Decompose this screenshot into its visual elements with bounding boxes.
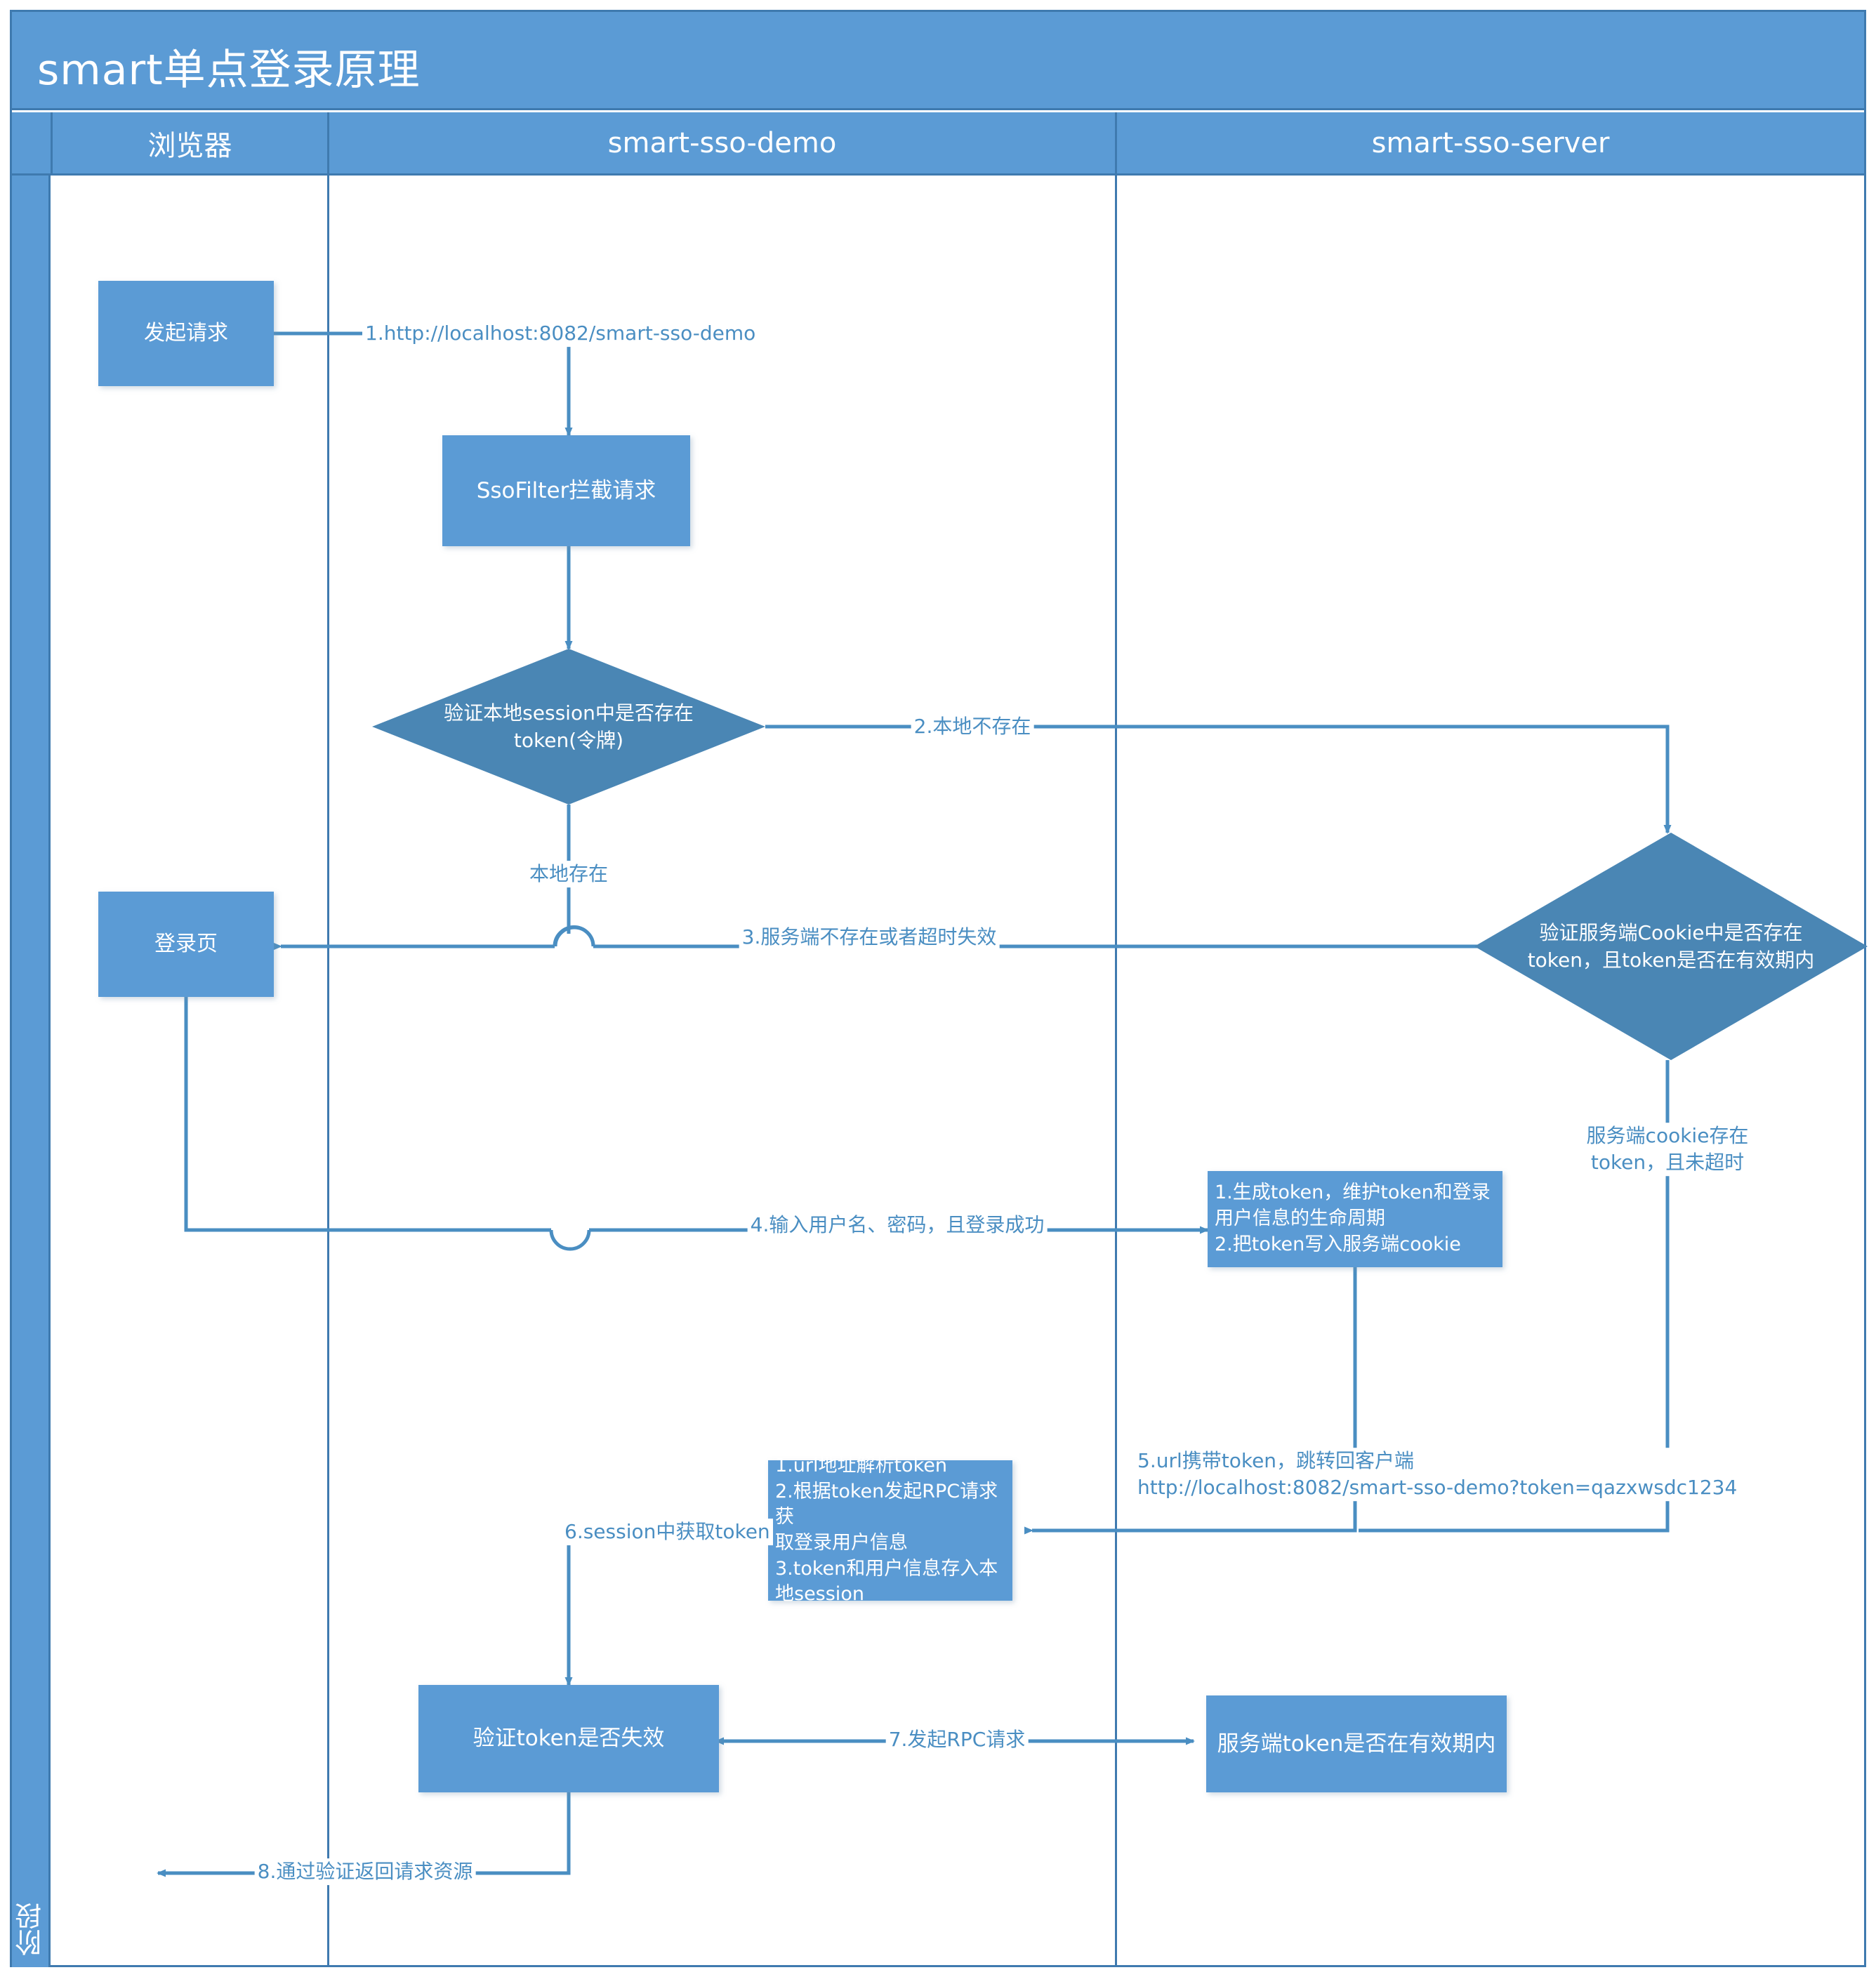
lane-header-smart-sso-demo: smart-sso-demo — [327, 112, 1115, 176]
edge-label-cookie-valid: 服务端cookie存在token，且未超时 — [1563, 1123, 1772, 1176]
edge-label-3: 3.服务端不存在或者超时失效 — [739, 924, 1000, 951]
node-initiate-request[interactable]: 发起请求 — [98, 281, 274, 386]
node-validate-token[interactable]: 验证token是否失效 — [418, 1685, 719, 1792]
edge-cookie-valid-down — [1359, 1060, 1670, 1533]
edge-label-5: 5.url携带token，跳转回客户端 http://localhost:808… — [1135, 1448, 1740, 1501]
node-login-page[interactable]: 登录页 — [98, 892, 274, 997]
node-decision-server-cookie[interactable]: 验证服务端Cookie中是否存在 token，且token是否在有效期内 — [1474, 833, 1868, 1060]
edge-label-8: 8.通过验证返回请求资源 — [254, 1858, 476, 1885]
edge-label-7: 7.发起RPC请求 — [885, 1726, 1029, 1753]
edge-label-local-exists: 本地存在 — [526, 861, 612, 887]
node-generate-token[interactable]: 1.生成token，维护token和登录 用户信息的生命周期 2.把token写… — [1208, 1171, 1502, 1267]
edge-label-6: 6.session中获取token — [562, 1519, 773, 1545]
node-sso-filter[interactable]: SsoFilter拦截请求 — [442, 435, 690, 546]
node-server-token-valid[interactable]: 服务端token是否在有效期内 — [1206, 1695, 1507, 1792]
edge-5-redirect-left — [1024, 1267, 1357, 1535]
phase-band: 阶段 — [12, 176, 51, 1967]
edge-4-jump-arc — [549, 1229, 591, 1251]
title-band: smart单点登录原理 — [12, 12, 1864, 110]
edge-label-4: 4.输入用户名、密码，且登录成功 — [747, 1212, 1048, 1238]
phase-header-cell — [12, 112, 51, 176]
edge-login-page-down — [184, 997, 551, 1232]
edge-label-1: 1.http://localhost:8082/smart-sso-demo — [362, 320, 759, 347]
lane-header-smart-sso-server: smart-sso-server — [1115, 112, 1864, 176]
edge-3-jump-arc — [553, 925, 595, 947]
node-parse-token-steps[interactable]: 1.url地址解析token 2.根据token发起RPC请求获 取登录用户信息… — [768, 1455, 1012, 1605]
page-title: smart单点登录原理 — [37, 46, 421, 95]
lane-divider-1 — [327, 176, 329, 1967]
edge-2-local-missing — [765, 725, 1672, 834]
lane-divider-2 — [1115, 176, 1117, 1967]
lane-header-browser: 浏览器 — [51, 112, 327, 176]
node-decision-local-session[interactable]: 验证本地session中是否存在 token(令牌) — [372, 649, 765, 805]
edge-label-2: 2.本地不存在 — [911, 713, 1034, 740]
